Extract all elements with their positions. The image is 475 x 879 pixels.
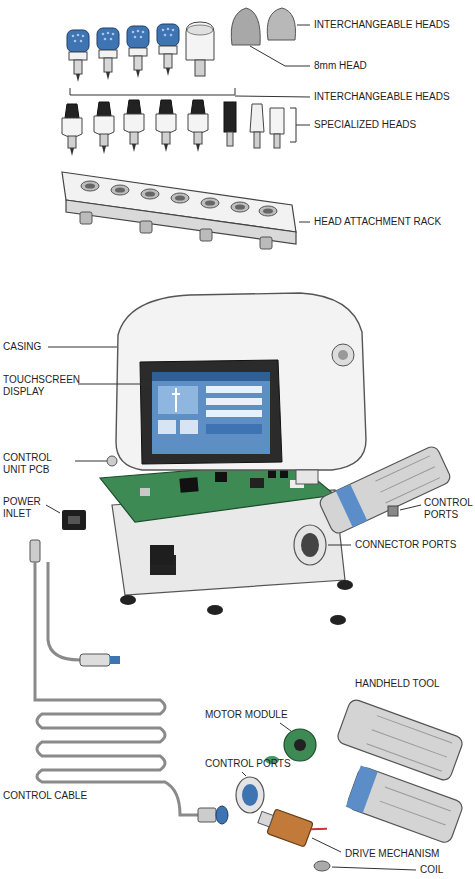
part-label: 8mm HEAD: [314, 60, 367, 72]
part-label: INTERCHANGEABLE HEADS: [314, 91, 450, 103]
part-label: SPECIALIZED HEADS: [314, 119, 416, 131]
part-label: CASING: [3, 341, 41, 353]
part-label: CONTROL CABLE: [3, 790, 87, 802]
part-label: CONTROL UNIT PCB: [3, 452, 73, 476]
part-label: CONNECTOR PORTS: [355, 539, 456, 551]
part-label: HANDHELD TOOL: [355, 678, 440, 690]
part-label: CONTROL PORTS: [424, 497, 472, 521]
part-label: INTERCHANGEABLE HEADS: [314, 19, 450, 31]
part-label: COIL: [420, 864, 443, 876]
part-label: MOTOR MODULE: [205, 709, 288, 721]
part-label: DRIVE MECHANISM: [345, 848, 439, 860]
part-label: POWER INLET: [3, 496, 45, 520]
part-label: CONTROL PORTS: [205, 758, 291, 770]
part-label: HEAD ATTACHMENT RACK: [314, 216, 441, 228]
part-label: TOUCHSCREEN DISPLAY: [3, 374, 79, 398]
